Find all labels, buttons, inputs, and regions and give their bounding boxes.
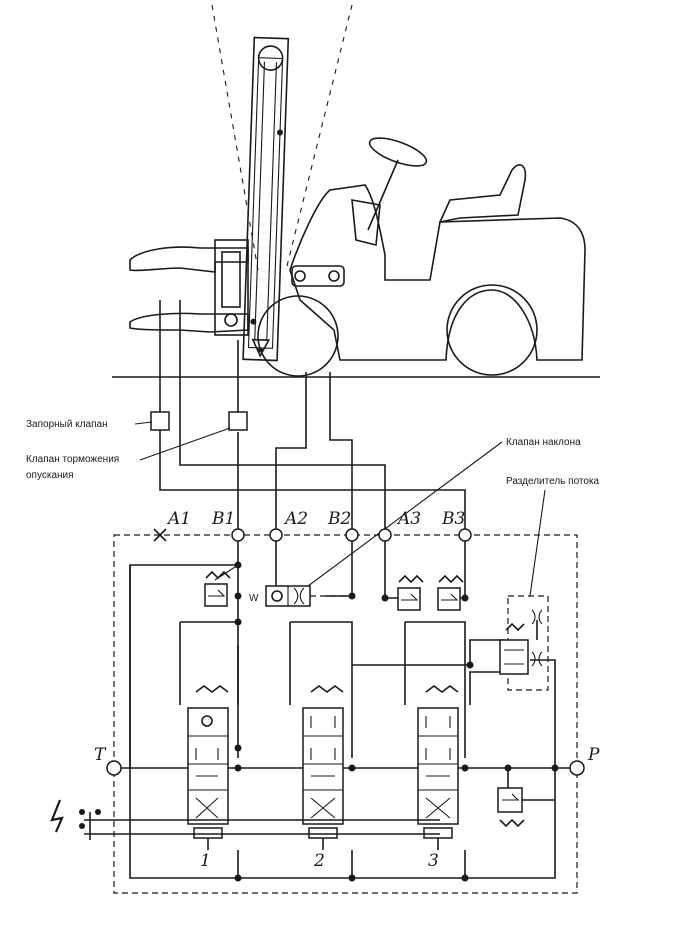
spool-valve-3 xyxy=(417,685,512,850)
port-tank: T xyxy=(94,745,107,765)
lowering-brake-valve-box xyxy=(228,411,248,431)
section-number-2: 2 xyxy=(313,851,325,871)
carriage xyxy=(214,239,249,336)
rear-wheel xyxy=(446,284,538,376)
mast-pulley xyxy=(257,45,284,71)
port-b1: B1 xyxy=(211,509,235,529)
svg-text:W: W xyxy=(249,593,259,604)
electric-icon xyxy=(50,799,64,833)
fork-lower xyxy=(129,312,249,333)
port-a3: A3 xyxy=(396,509,421,529)
callouts: Запорный клапан Клапан торможения опуска… xyxy=(26,419,600,597)
hydraulic-circuit: A1 B1 A2 B2 A3 B3 T P xyxy=(50,509,600,894)
front-wheel xyxy=(257,295,339,377)
supply-lines xyxy=(150,300,466,535)
tilt-ray-left xyxy=(211,4,259,271)
spool-valve-2 xyxy=(302,685,356,850)
port-b3: B3 xyxy=(441,509,465,529)
callout-flow-divider: Разделитель потока xyxy=(506,476,600,487)
relief-valve-3 xyxy=(381,574,469,611)
relief-valve-2 xyxy=(397,574,424,611)
callout-lowering-brake-2: опускания xyxy=(26,470,74,481)
check-valve-box xyxy=(150,411,170,431)
control-block-border xyxy=(113,534,578,894)
callout-lowering-brake-1: Клапан торможения xyxy=(26,454,119,465)
forklift-illustration xyxy=(112,4,600,378)
section-number-1: 1 xyxy=(200,851,211,871)
main-relief-valve xyxy=(497,764,559,828)
port-a1: A1 xyxy=(166,509,191,529)
steering-wheel xyxy=(368,137,428,167)
port-a2: A2 xyxy=(283,509,308,529)
callout-tilt-valve: Клапан наклона xyxy=(506,437,581,448)
seat xyxy=(438,164,527,224)
tilt-valve: W xyxy=(249,585,356,607)
lift-cylinder-small xyxy=(221,251,241,308)
tilt-ray-right xyxy=(285,4,353,271)
relief-valve-1 xyxy=(204,561,242,626)
section-number-3: 3 xyxy=(428,851,439,871)
forklift-body xyxy=(289,184,586,361)
control-linkage xyxy=(50,799,440,840)
port-b2: B2 xyxy=(327,509,351,529)
spool-valve-1 xyxy=(187,685,242,850)
flow-divider xyxy=(466,595,549,691)
tilt-cylinder xyxy=(291,265,345,287)
steering-column xyxy=(367,159,399,231)
fork-upper xyxy=(129,246,249,273)
port-pump: P xyxy=(587,745,600,765)
callout-check-valve: Запорный клапан xyxy=(26,419,108,430)
